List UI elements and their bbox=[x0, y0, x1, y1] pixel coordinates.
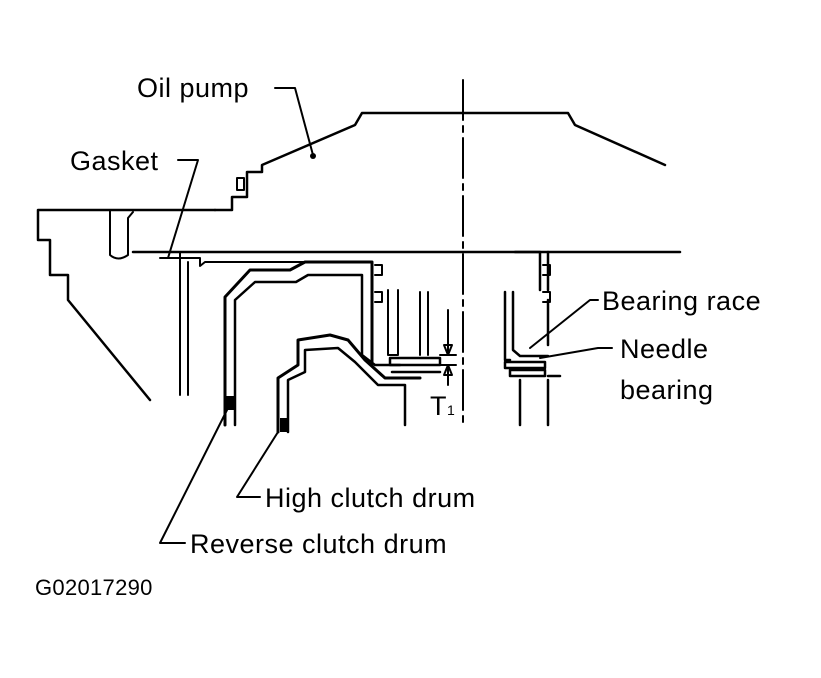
hub-left bbox=[387, 289, 429, 356]
case-housing bbox=[36, 208, 217, 402]
oil-pump-leader bbox=[274, 87, 314, 156]
label-t1-main: T bbox=[430, 391, 447, 421]
bearing-left bbox=[388, 356, 442, 374]
t1-arrow-bottom bbox=[443, 364, 453, 376]
snap-ring-right bbox=[542, 264, 551, 303]
high-clutch-drum-inner bbox=[286, 346, 407, 434]
snap-ring-left bbox=[374, 264, 383, 303]
label-high-clutch-drum: High clutch drum bbox=[265, 483, 476, 513]
bearing-race-leader bbox=[529, 299, 599, 349]
label-t1-sub: 1 bbox=[447, 402, 456, 418]
reverse-clutch-seal bbox=[225, 396, 235, 410]
label-bearing: bearing bbox=[620, 375, 714, 405]
needle-bearing-leader bbox=[539, 347, 613, 359]
label-oil-pump: Oil pump bbox=[137, 73, 250, 103]
oil-pump-body bbox=[213, 111, 667, 212]
gasket-leader bbox=[167, 159, 199, 259]
high-clutch-leader bbox=[236, 431, 279, 498]
high-clutch-drum bbox=[276, 333, 422, 434]
label-gasket: Gasket bbox=[70, 146, 159, 176]
label-bearing-race: Bearing race bbox=[602, 286, 762, 316]
gasket-line-2 bbox=[159, 257, 361, 267]
reverse-clutch-leader bbox=[159, 407, 229, 544]
hub-right bbox=[503, 290, 550, 362]
label-needle: Needle bbox=[620, 334, 709, 364]
t1-arrow-top bbox=[443, 344, 453, 356]
case-housing-inner bbox=[109, 209, 134, 260]
figure-code: G02017290 bbox=[35, 575, 153, 600]
label-reverse-clutch-drum: Reverse clutch drum bbox=[190, 529, 448, 559]
high-clutch-seal bbox=[280, 418, 288, 432]
reverse-clutch-drum-inner bbox=[233, 273, 402, 427]
oil-pump-dot bbox=[310, 153, 316, 159]
label-t1: T1 bbox=[430, 393, 455, 420]
t1-dimension bbox=[439, 309, 457, 386]
oil-pump-seal-notch bbox=[236, 177, 245, 191]
bearing-right bbox=[503, 360, 562, 427]
right-housing bbox=[513, 250, 550, 347]
case-housing-lower bbox=[132, 251, 189, 396]
reverse-clutch-drum bbox=[223, 260, 374, 427]
